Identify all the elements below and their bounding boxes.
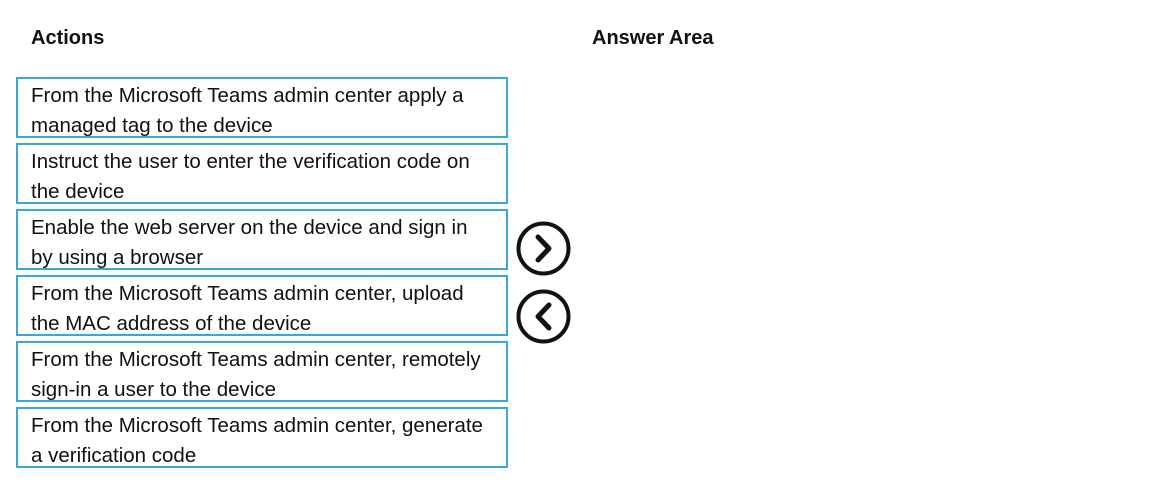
action-item-remote-sign-in[interactable]: From the Microsoft Teams admin center, r… [16,341,508,402]
chevron-right-icon [516,221,571,276]
move-right-button[interactable] [516,221,571,276]
answer-area-dropzone[interactable] [592,77,1132,467]
action-item-enter-verification-code[interactable]: Instruct the user to enter the verificat… [16,143,508,204]
actions-list: From the Microsoft Teams admin center ap… [16,77,508,468]
move-left-button[interactable] [516,289,571,344]
action-item-upload-mac-address[interactable]: From the Microsoft Teams admin center, u… [16,275,508,336]
answer-area-heading: Answer Area [592,27,714,49]
action-item-enable-web-server[interactable]: Enable the web server on the device and … [16,209,508,270]
action-item-apply-managed-tag[interactable]: From the Microsoft Teams admin center ap… [16,77,508,138]
actions-heading: Actions [31,27,105,49]
chevron-left-icon [516,289,571,344]
action-item-generate-verification-code[interactable]: From the Microsoft Teams admin center, g… [16,407,508,468]
